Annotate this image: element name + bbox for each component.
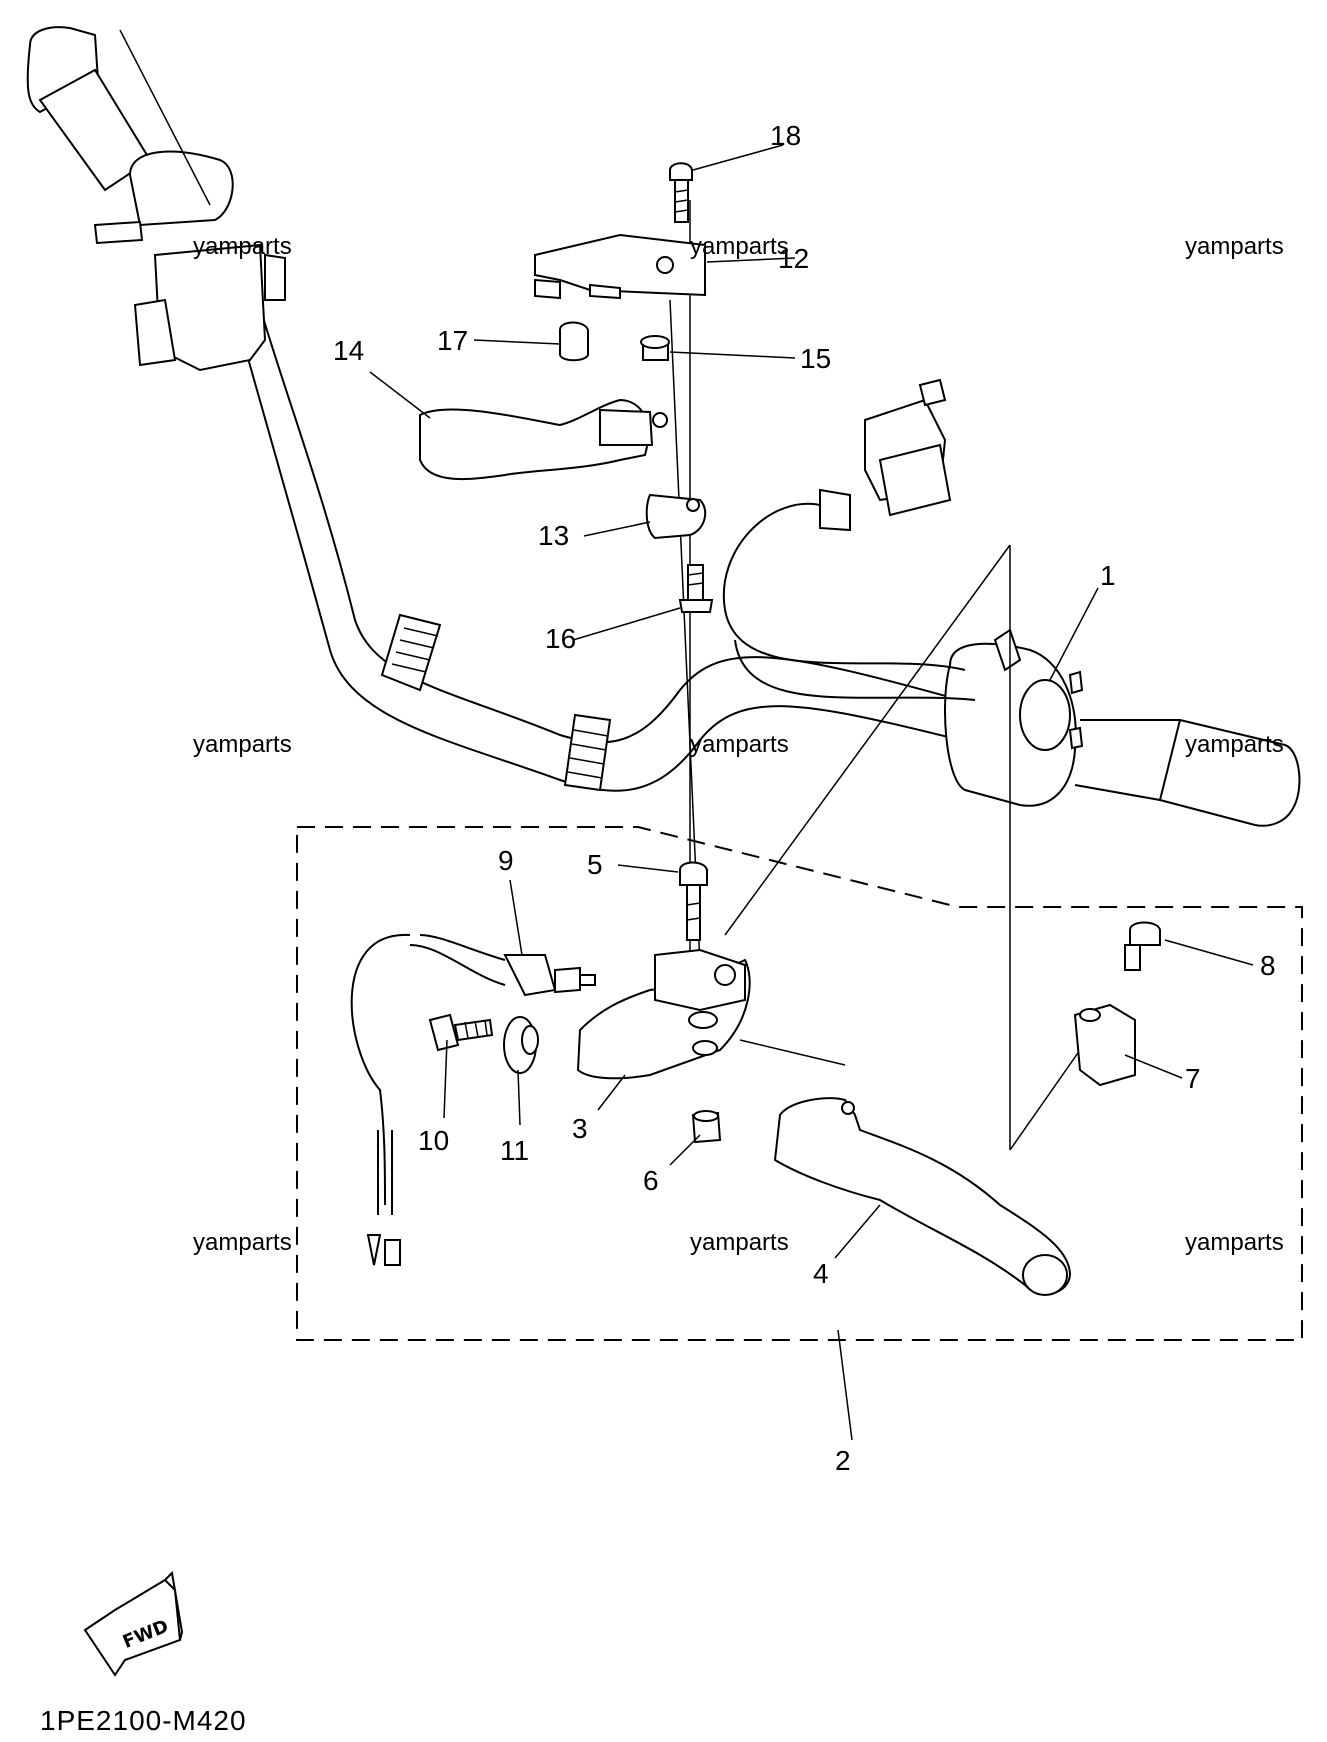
watermark: yamparts: [193, 731, 292, 758]
callout-5: 5: [587, 849, 603, 880]
callout-15: 15: [800, 343, 831, 374]
watermark: yamparts: [193, 233, 292, 260]
callout-18: 18: [770, 120, 801, 151]
callout-14: 14: [333, 335, 364, 366]
watermark: yamparts: [193, 1229, 292, 1256]
clutch-lever-assembly: [350, 861, 1161, 1296]
fwd-arrow-icon: FWD: [83, 1570, 184, 1677]
callout-17: 17: [437, 325, 468, 356]
callout-1: 1: [1100, 560, 1116, 591]
clutch-lever-assembly-box: [296, 826, 1303, 1341]
watermark: yamparts: [690, 233, 789, 260]
callout-7: 7: [1185, 1063, 1201, 1094]
callout-9: 9: [498, 845, 514, 876]
callout-2: 2: [835, 1445, 851, 1476]
construction-lines: [119, 29, 1081, 1151]
diagram-code: 1PE2100-M420: [40, 1705, 247, 1736]
callout-3: 3: [572, 1113, 588, 1144]
watermarks: yamparts yamparts yamparts yamparts yamp…: [193, 233, 1284, 1256]
callout-numbers: 1 2 3 4 5 6 7 8 9 10 11 12 13 14 15 16 1…: [333, 120, 1276, 1476]
handlebar: [26, 26, 1301, 827]
callout-6: 6: [643, 1165, 659, 1196]
watermark: yamparts: [1185, 1229, 1284, 1256]
callout-16: 16: [545, 623, 576, 654]
callout-4: 4: [813, 1258, 829, 1289]
hot-start-bracket-assembly: [419, 162, 714, 613]
handlebar-switch: [722, 378, 1084, 807]
callout-11: 11: [500, 1135, 529, 1166]
callout-leaders: [369, 144, 1254, 1441]
watermark: yamparts: [1185, 731, 1284, 758]
watermark: yamparts: [1185, 233, 1284, 260]
watermark: yamparts: [690, 1229, 789, 1256]
callout-12: 12: [778, 243, 809, 274]
callout-8: 8: [1260, 950, 1276, 981]
brake-master-cylinder: [93, 150, 286, 372]
watermark: yamparts: [690, 731, 789, 758]
callout-13: 13: [538, 520, 569, 551]
callout-10: 10: [418, 1125, 449, 1156]
